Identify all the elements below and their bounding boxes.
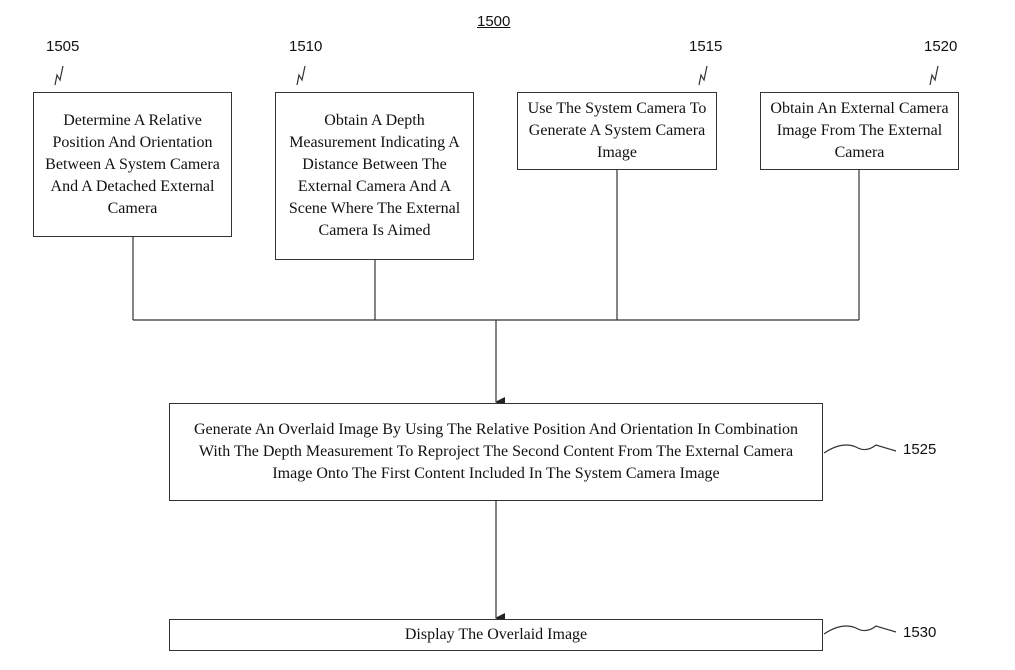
leader-1520 <box>929 65 939 86</box>
ref-1520: 1520 <box>924 38 958 55</box>
leader-1505 <box>54 65 64 86</box>
leader-1530 <box>823 625 897 635</box>
leader-1525 <box>823 444 897 454</box>
step-box-1530: Display The Overlaid Image <box>169 619 823 651</box>
step-box-1520: Obtain An External Camera Image From The… <box>760 92 959 170</box>
ref-1510: 1510 <box>289 38 323 55</box>
figure-label: 1500 <box>477 13 511 30</box>
ref-1525: 1525 <box>903 441 937 458</box>
ref-1515: 1515 <box>689 38 723 55</box>
step-box-1505: Determine A Relative Position And Orient… <box>33 92 232 237</box>
ref-1505: 1505 <box>46 38 80 55</box>
leader-1510 <box>296 65 306 86</box>
leader-1515 <box>698 65 708 86</box>
step-box-1515: Use The System Camera To Generate A Syst… <box>517 92 717 170</box>
step-box-1510: Obtain A Depth Measurement Indicating A … <box>275 92 474 260</box>
step-box-1525: Generate An Overlaid Image By Using The … <box>169 403 823 501</box>
ref-1530: 1530 <box>903 624 937 641</box>
